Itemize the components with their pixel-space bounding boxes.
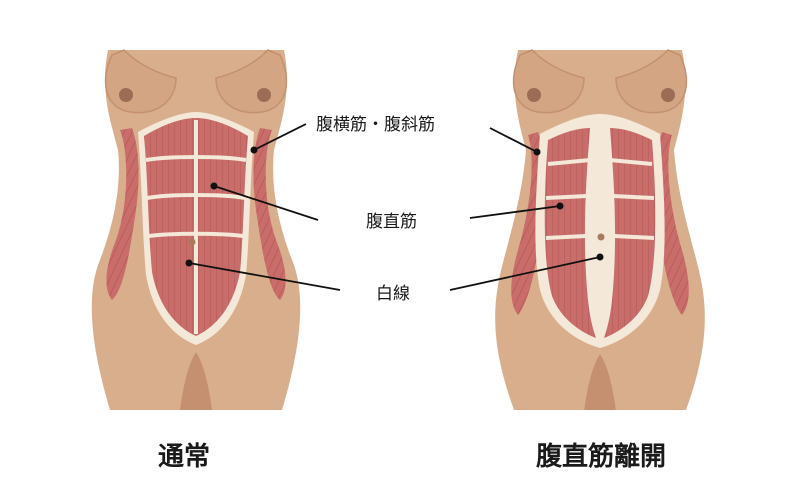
rectus-right-diastasis	[604, 128, 656, 338]
oblique-right-normal	[253, 128, 286, 300]
navel-normal	[188, 238, 196, 246]
leader-linea-right	[449, 256, 601, 291]
navel-diastasis	[597, 233, 605, 241]
caption-diastasis: 腹直筋離開	[536, 442, 667, 472]
nipple-left-diastasis	[527, 88, 541, 102]
leader-lines	[188, 123, 601, 291]
oblique-right-diastasis	[655, 132, 689, 315]
leader-obliques-left	[253, 123, 307, 151]
figure-diastasis	[495, 49, 705, 410]
figure-normal	[91, 49, 301, 410]
leader-linea-left	[188, 262, 341, 291]
oblique-left-normal	[106, 128, 139, 300]
label-rectus: 腹直筋	[366, 212, 417, 232]
rectus-left-diastasis	[544, 128, 596, 338]
nipple-right-diastasis	[661, 88, 675, 102]
label-linea-alba: 白線	[376, 284, 410, 304]
caption-normal: 通常	[158, 442, 211, 472]
leader-obliques-right	[489, 127, 538, 153]
nipple-left-normal	[119, 88, 133, 102]
label-obliques: 腹横筋・腹斜筋	[316, 115, 435, 135]
oblique-left-diastasis	[511, 132, 545, 315]
leader-rectus-right	[469, 205, 561, 219]
nipple-right-normal	[257, 88, 271, 102]
leader-rectus-left	[213, 185, 319, 221]
